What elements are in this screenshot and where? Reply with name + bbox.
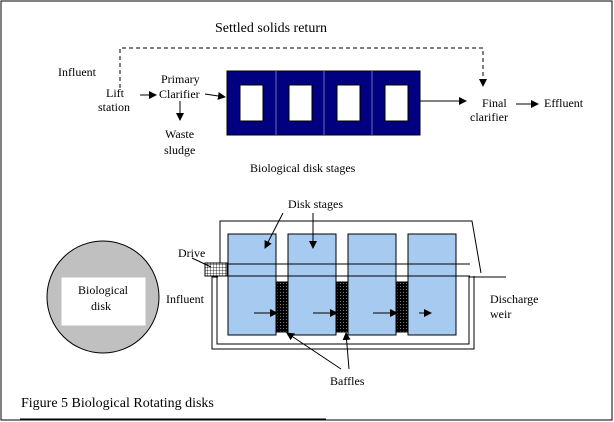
disk-label: disk	[91, 299, 111, 313]
baffle-1	[276, 281, 289, 333]
drive-unit	[204, 262, 228, 277]
final-label: Final	[482, 96, 507, 110]
tank-outer-wall	[211, 276, 475, 350]
baffles-arrow-1	[286, 332, 342, 370]
weir-label: weir	[490, 307, 511, 321]
lift-label: Lift	[106, 86, 125, 100]
disk-stage-4	[407, 233, 457, 336]
stage-window-3	[336, 84, 361, 122]
influent-top-label: Influent	[58, 65, 97, 79]
sludge-label: sludge	[164, 143, 195, 157]
station-label: station	[98, 100, 130, 114]
biological-label: Biological	[78, 283, 129, 297]
figure-caption: Figure 5 Biological Rotating disks	[21, 396, 214, 411]
primary-to-stages-arrow	[204, 92, 226, 100]
biological-disk-stages-label: Biological disk stages	[250, 161, 356, 175]
final-clarifier-label: clarifier	[470, 110, 508, 124]
waste-label: Waste	[165, 127, 194, 141]
settled-solids-return-label: Settled solids return	[215, 21, 327, 36]
disk-stage-1	[227, 233, 277, 336]
disk-stage-3	[347, 233, 397, 336]
disk-stages-arrow-1	[264, 212, 284, 249]
stage-window-1	[239, 84, 264, 122]
primary-label: Primary	[161, 72, 200, 86]
baffle-3	[396, 281, 409, 333]
biological-disk-label-box	[61, 277, 146, 326]
baffles-arrow-2	[342, 332, 351, 370]
disk-stages-label: Disk stages	[288, 197, 343, 211]
clarifier-label: Clarifier	[159, 87, 200, 101]
disk-stage-2	[287, 233, 337, 336]
influent-bottom-label: Influent	[166, 292, 205, 306]
tank-inner-wall	[216, 276, 470, 345]
disk-cover	[219, 220, 482, 274]
baffle-2	[336, 281, 349, 333]
effluent-label: Effluent	[544, 96, 584, 110]
stage-window-2	[288, 84, 313, 122]
drive-leader-line	[191, 257, 212, 268]
drive-label: Drive	[178, 246, 205, 260]
stage-window-4	[384, 84, 409, 122]
discharge-label: Discharge	[490, 292, 538, 306]
baffles-label: Baffles	[330, 374, 365, 388]
